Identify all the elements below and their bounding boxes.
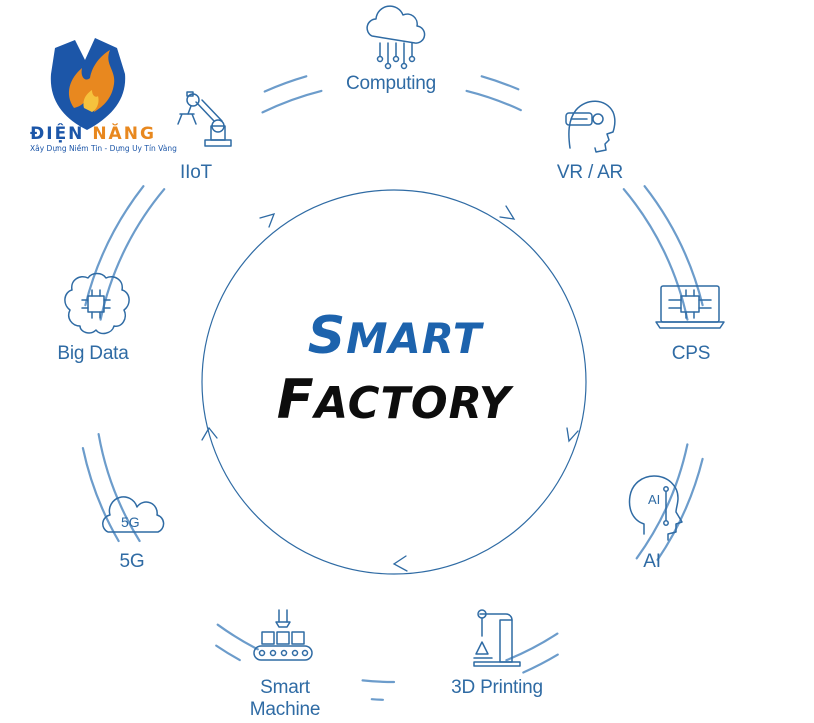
node-label-smart-machine-line2: Machine — [249, 699, 321, 720]
logo-brand-part2: NĂNG — [92, 124, 156, 144]
outer-ring — [81, 75, 704, 701]
robot-arm-icon — [177, 91, 232, 147]
inner-cycle-circle — [201, 189, 587, 575]
outer-ring-segment — [361, 679, 396, 684]
outer-ring-segment — [643, 185, 704, 307]
outer-ring-segment — [263, 75, 308, 93]
title-smart-initial: S — [307, 306, 347, 366]
ai-head-icon: AI — [628, 475, 683, 541]
outer-ring-segment — [81, 447, 120, 543]
brain-chip-icon — [64, 272, 130, 335]
logo-brand-part1: ĐIỆN — [30, 124, 93, 144]
outer-ring-segment — [84, 185, 145, 307]
node-label-vr-ar: VR / AR — [556, 162, 624, 183]
title-smart-rest: MART — [346, 314, 483, 363]
arrow-head — [259, 213, 276, 228]
outer-ring-segment — [480, 75, 520, 91]
logo-brand-name: ĐIỆN NĂNG — [30, 124, 156, 144]
outer-ring-segment — [261, 89, 323, 114]
arrow-head — [201, 426, 218, 441]
outer-ring-segment — [216, 623, 259, 651]
node-label-smart-machine: Smart Machine — [249, 677, 321, 721]
title-factory-rest: ACTORY — [314, 379, 512, 429]
3d-printer-arm-icon — [473, 609, 521, 667]
svg-text:AI: AI — [648, 492, 660, 507]
outer-ring-segment — [505, 632, 559, 662]
cloud-network-icon — [366, 5, 426, 70]
title-factory-initial: F — [276, 368, 315, 431]
5g-cloud-icon: 5G — [102, 496, 165, 533]
vr-headset-icon — [565, 100, 616, 153]
arrow-head — [499, 205, 516, 220]
node-label-ai: AI — [643, 551, 661, 572]
logo-tagline: Xây Dựng Niềm Tin - Dựng Uy Tín Vàng — [30, 144, 177, 153]
node-label-3d-printing: 3D Printing — [451, 677, 543, 698]
node-label-smart-machine-line1: Smart — [260, 677, 310, 698]
title-smart: SMART — [308, 306, 483, 366]
svg-text:5G: 5G — [121, 514, 140, 530]
node-label-big-data: Big Data — [57, 343, 129, 364]
logo-emblem — [50, 38, 126, 130]
laptop-chip-icon — [655, 285, 725, 329]
outer-ring-segment — [465, 89, 522, 112]
arrow-head — [392, 555, 408, 572]
node-label-cps: CPS — [671, 343, 711, 364]
inner-cycle-arrows — [201, 205, 579, 572]
node-label-computing: Computing — [345, 73, 437, 94]
outer-ring-segment — [522, 653, 559, 674]
outer-ring-segment — [635, 443, 689, 560]
outer-ring-segment — [656, 457, 704, 561]
node-label-5g: 5G — [119, 551, 145, 572]
outer-ring-segment — [622, 188, 689, 321]
arrow-head — [566, 427, 579, 443]
node-label-iiot: IIoT — [180, 162, 212, 183]
outer-ring-segment — [215, 644, 241, 662]
conveyor-icon — [253, 609, 313, 661]
outer-ring-segment — [370, 698, 384, 701]
title-factory: FACTORY — [277, 368, 511, 431]
